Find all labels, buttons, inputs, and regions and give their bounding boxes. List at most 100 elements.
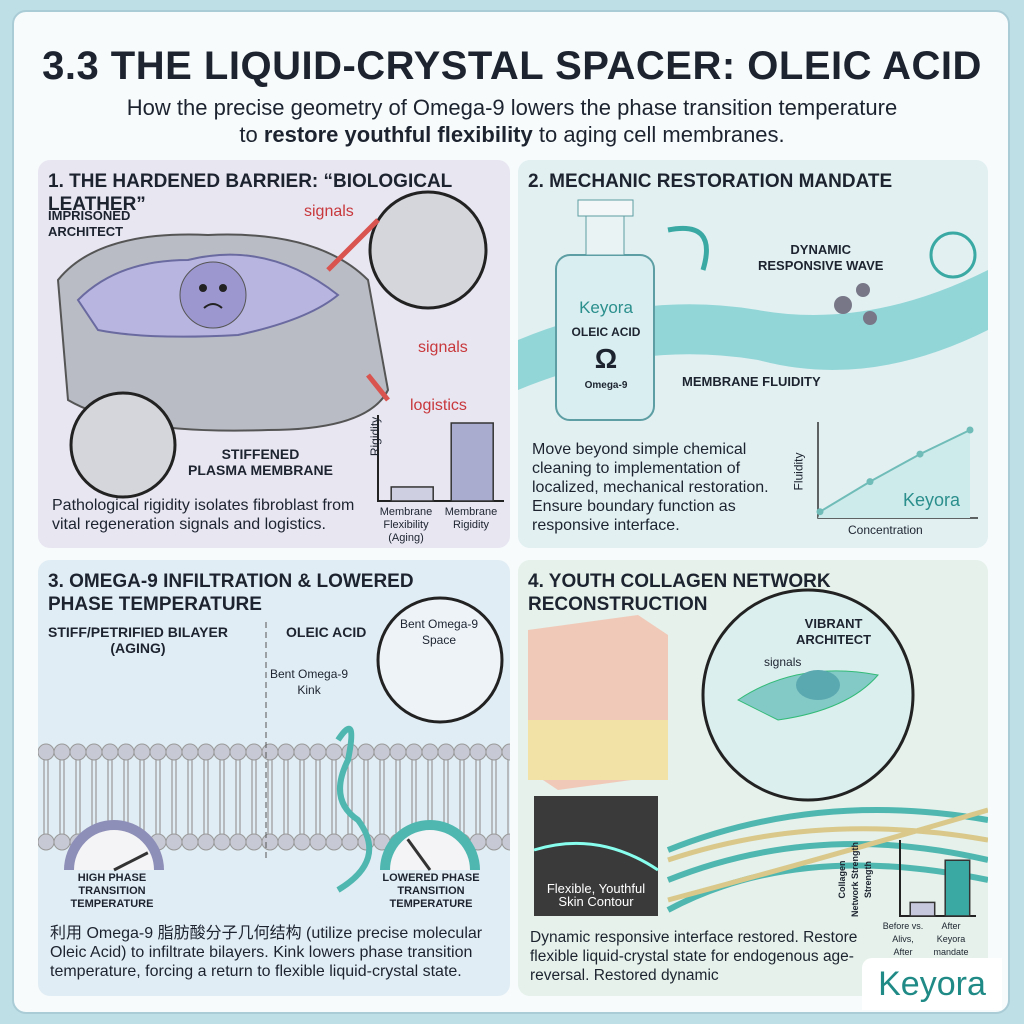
chart1-ylabel: Rigidity	[368, 416, 383, 457]
lipid-head	[245, 743, 263, 761]
bottle-label: OLEIC ACID	[571, 325, 641, 339]
chart-bar-1	[450, 422, 494, 502]
fluidity-line-chart	[816, 422, 978, 519]
lipid-head	[133, 743, 151, 761]
page-title: 3.3 THE LIQUID-CRYSTAL SPACER: OLEIC ACI…	[42, 44, 982, 88]
lipid-tail	[379, 760, 385, 834]
chart-point-1	[866, 478, 874, 486]
lipid-tail	[491, 760, 497, 834]
panel4-body: Dynamic responsive interface restored. R…	[530, 929, 858, 984]
lipid-tail	[75, 760, 81, 834]
label-membrane-fluidity: MEMBRANE FLUIDITY	[682, 374, 821, 389]
lipid-head	[485, 743, 503, 761]
lipid-tail	[219, 760, 225, 834]
panel3-heading: 3. OMEGA-9 INFILTRATION & LOWERED PHASE …	[48, 571, 414, 615]
lipid-head	[38, 743, 55, 761]
panel1-body: Pathological rigidity isolates fibroblas…	[52, 497, 355, 533]
lipid-head	[197, 743, 215, 761]
lipid-tail	[315, 760, 321, 834]
lipid-tail	[43, 760, 49, 834]
chart4-xlabel-1: After Keyora mandate	[933, 921, 969, 957]
omega-symbol: Ω	[594, 343, 618, 374]
chart2-xlabel: Concentration	[848, 523, 923, 537]
label-imprisoned-architect: IMPRISONED ARCHITECT	[48, 208, 131, 239]
panel1-heading: 1. THE HARDENED BARRIER: “BIOLOGICAL LEA…	[48, 171, 452, 215]
chart-point-2	[916, 450, 924, 458]
lipid-head	[165, 833, 183, 851]
collagen-bar-chart	[899, 840, 976, 917]
chart-point-0	[816, 508, 824, 516]
bottle-sub: Omega-9	[584, 380, 628, 391]
rigidity-bar-chart	[377, 415, 504, 502]
oleic-acid-molecule	[335, 725, 373, 893]
gauge-left-label: HIGH PHASE TRANSITION TEMPERATURE	[70, 872, 154, 910]
lipid-tail	[203, 760, 209, 834]
chart1-xlabel-0: Membrane Flexibility (Aging)	[379, 506, 433, 544]
chart-point-3	[966, 426, 974, 434]
label-stiffened-membrane: STIFFENED PLASMA MEMBRANE	[188, 446, 333, 478]
brand-badge: Keyora	[862, 958, 1002, 1010]
lipid-head	[389, 743, 407, 761]
lipid-tail	[283, 760, 289, 834]
lipid-head	[117, 743, 135, 761]
gauge-left-arc	[64, 820, 164, 871]
lipid-tail	[91, 760, 97, 834]
lipid-head	[181, 833, 199, 851]
chart-bar-0	[909, 901, 936, 917]
label-signals: signals	[764, 655, 802, 669]
panel2-heading: 2. MECHANIC RESTORATION MANDATE	[528, 171, 893, 192]
lipid-head	[309, 833, 327, 851]
lipid-tail	[187, 760, 193, 834]
lipid-tail	[171, 760, 177, 834]
label-signals-1: signals	[304, 203, 354, 220]
lipid-head	[261, 833, 279, 851]
lipid-head	[261, 743, 279, 761]
panel-mechanic-restoration: 2. MECHANIC RESTORATION MANDATE Keyora O…	[518, 160, 988, 548]
lipid-head	[277, 833, 295, 851]
label-oleic-acid: OLEIC ACID	[286, 624, 367, 640]
chart4-xlabel-0: Before vs. Alivs, After	[882, 921, 924, 957]
lipid-head	[101, 743, 119, 761]
lipid-head	[469, 743, 487, 761]
lipid-head	[53, 743, 71, 761]
lipid-head	[421, 743, 439, 761]
panel2-body: Move beyond simple chemical cleaning to …	[532, 441, 769, 534]
lipid-tail	[475, 760, 481, 834]
chart4-ylabel: Collagen Network Strength Strength	[837, 841, 874, 918]
panel3-body: 利用 Omega-9 脂肪酸分子几何结构 (utilize precise mo…	[50, 925, 483, 980]
lipid-head	[325, 833, 343, 851]
lipid-tail	[507, 760, 509, 834]
lipid-head	[373, 743, 391, 761]
gauge-right-arc	[380, 820, 480, 871]
bottle-wave-illustration	[518, 199, 988, 421]
gauge-right-label: LOWERED PHASE TRANSITION TEMPERATURE	[382, 872, 480, 910]
lipid-head	[453, 743, 471, 761]
subtitle: How the precise geometry of Omega-9 lowe…	[0, 94, 1024, 148]
chart1-xlabel-1: Membrane Rigidity	[444, 506, 498, 531]
panel-hardened-barrier: 1. THE HARDENED BARRIER: “BIOLOGICAL LEA…	[38, 160, 510, 548]
chart2-ylabel: Fluidity	[791, 452, 806, 491]
lipid-head	[181, 743, 199, 761]
lipid-head	[309, 743, 327, 761]
stiff-cell-illustration	[56, 190, 488, 499]
zoom-circle	[376, 596, 504, 724]
lipid-head	[53, 833, 71, 851]
lipid-head	[277, 743, 295, 761]
lipid-head	[213, 833, 231, 851]
chart-area	[818, 430, 970, 518]
chart-line	[819, 429, 971, 513]
subtitle-bold: restore youthful flexibility	[263, 122, 533, 147]
panel4-heading: 4. YOUTH COLLAGEN NETWORK RECONSTRUCTION	[528, 571, 831, 615]
chart-bar-1	[944, 859, 971, 917]
lipid-tail	[347, 760, 353, 834]
label-vibrant-architect: VIBRANT ARCHITECT	[796, 616, 872, 647]
lipid-head	[357, 743, 375, 761]
lipid-head	[165, 743, 183, 761]
label-kink: Bent Omega-9 Kink	[270, 667, 349, 697]
label-skin-contour: Flexible, Youthful Skin Contour	[546, 881, 646, 909]
subtitle-post: to aging cell membranes.	[532, 122, 785, 147]
lipid-head	[485, 833, 503, 851]
lipid-tail	[299, 760, 305, 834]
subtitle-pre: to	[239, 122, 264, 147]
lipid-tail	[331, 760, 337, 834]
